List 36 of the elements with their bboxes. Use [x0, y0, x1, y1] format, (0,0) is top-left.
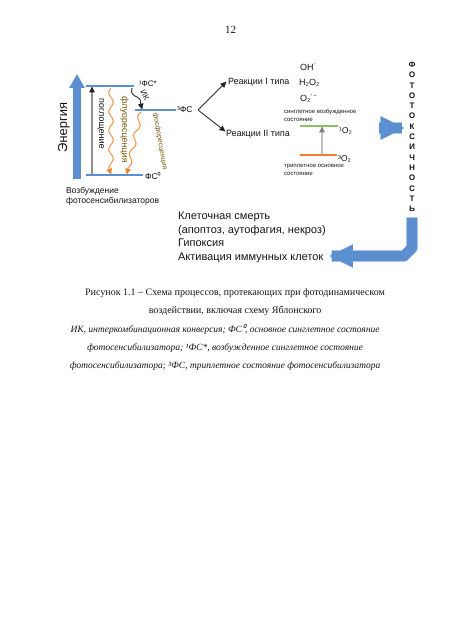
wavy-arrow [124, 112, 142, 175]
state-label: ³O₂ [338, 153, 351, 163]
reaction-label: Реакции I типа [228, 76, 290, 86]
caption-note: ИК, интеркомбинационная конверсия; ФС⁰, основное синглетное состояние фотосенсибилизатора; ¹ФС*, возбужденное синглетное состояние фотосенсибилизатора; ³ФС, триплетное состояние фотосенсибилизатора [68, 322, 382, 373]
edge-label: ИК [138, 88, 151, 102]
effect-text: Активация иммунных клеток [178, 250, 324, 264]
energy-level-line [300, 154, 337, 156]
page-number: 12 [225, 24, 236, 36]
wavy-arrow [131, 88, 144, 110]
energy-level-line [86, 174, 143, 176]
energy-level-line [86, 85, 134, 87]
figure-caption: Рисунок 1.1 – Схема процессов, протекающих при фотодинамическом воздействии, включая схему Яблонского [84, 286, 386, 318]
edge-label: поглощение [97, 98, 107, 149]
state-label: ФС⁰ [145, 170, 161, 181]
arrow [198, 82, 226, 110]
reaction-label: Реакции II типа [226, 128, 290, 138]
text-label: Энергия [55, 102, 70, 152]
energy-level-line [300, 125, 338, 127]
arrow [89, 86, 95, 174]
energy-level-line [135, 109, 176, 111]
arrow [319, 126, 325, 154]
text-label: O₂˙⁻ [300, 92, 316, 104]
state-label: ³ФС [177, 104, 192, 114]
text-label: Возбуждение фотосенсибилизаторов [66, 185, 160, 205]
text-label: OH˙ [300, 62, 316, 72]
vertical-heading: ФОТОТОКСИЧНОСТЬ [408, 60, 416, 214]
edge-label: флуоресценция [120, 96, 130, 162]
effect-text: Клеточная смерть [178, 210, 272, 224]
state-label: ¹ФС* [139, 79, 157, 88]
text-label: H₂O₂ [299, 77, 320, 87]
effect-text: (апоптоз, аутофагия, некроз) [178, 224, 326, 237]
block-arrow [379, 116, 404, 140]
arrow [198, 110, 226, 132]
state-label: ¹O₂ [339, 125, 352, 135]
effect-text: Гипоксия [178, 237, 226, 250]
wavy-arrow [106, 88, 114, 175]
